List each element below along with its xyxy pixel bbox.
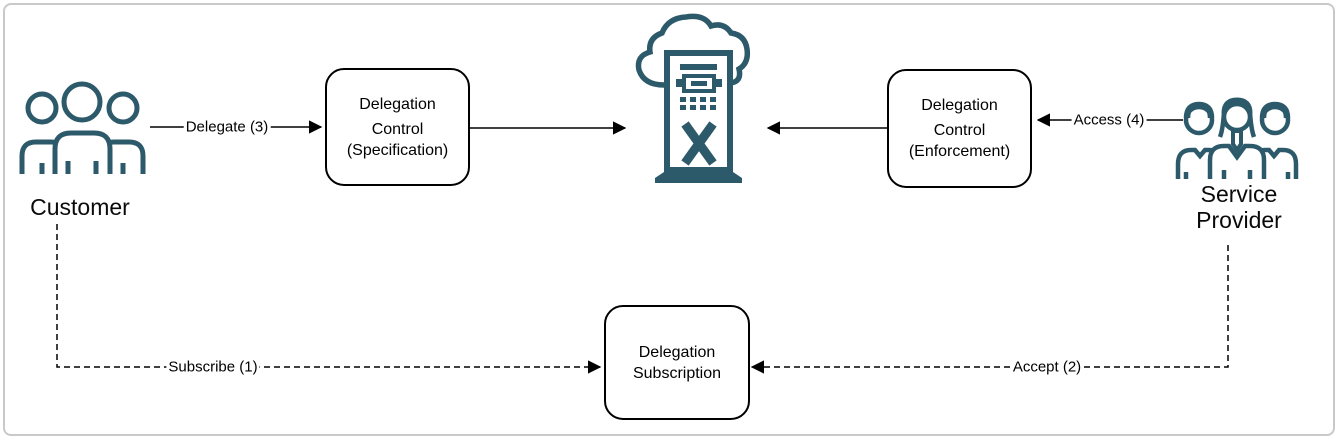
- accept-dashed-arrow: [750, 245, 1229, 374]
- service-provider-label-line2: Provider: [1196, 207, 1282, 233]
- node-line: Control: [371, 120, 424, 138]
- node-line: Control: [933, 122, 986, 139]
- node-line: Delegation: [638, 343, 716, 361]
- edge-label-subscribe: Subscribe (1): [166, 358, 260, 376]
- service-provider-label-line1: Service: [1200, 181, 1278, 207]
- node-delegation-control-specification: Delegation Control (Specification): [325, 68, 470, 186]
- node-line: (Specification): [346, 141, 449, 159]
- node-line: (Enforcement): [908, 143, 1011, 160]
- service-provider-business-team-icon: [1175, 97, 1299, 179]
- node-line: Delegation: [359, 95, 436, 113]
- edge-label-delegate: Delegate (3): [183, 118, 271, 136]
- edge-label-access: Access (4): [1071, 111, 1147, 129]
- node-line: Delegation: [921, 97, 998, 114]
- subscribe-dashed-arrow: [56, 224, 602, 374]
- edge-label-accept: Accept (2): [1010, 358, 1084, 376]
- cloud-server-icon: [635, 13, 751, 183]
- customer-people-group-icon: [19, 81, 146, 174]
- node-line: Subscription: [632, 364, 722, 382]
- node-delegation-control-enforcement: Delegation Control (Enforcement): [887, 69, 1032, 188]
- customer-label-text: Customer: [30, 194, 130, 220]
- customer-label: Customer: [20, 194, 140, 220]
- node-delegation-subscription: Delegation Subscription: [604, 305, 750, 420]
- service-provider-label: Service Provider: [1179, 181, 1299, 233]
